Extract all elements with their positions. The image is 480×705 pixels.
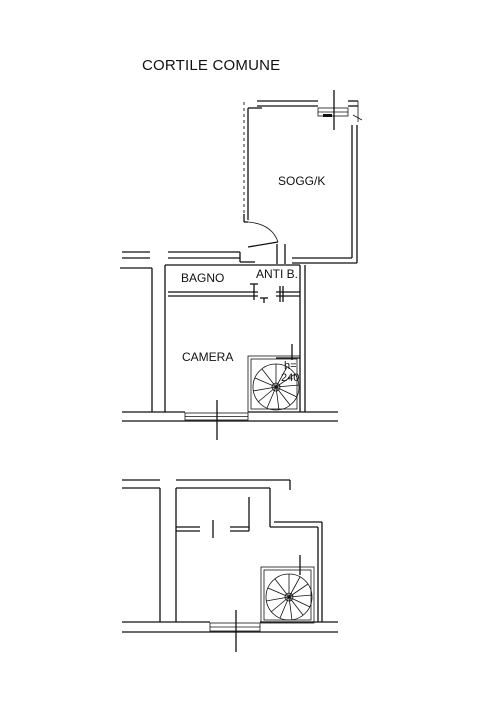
room-label-antibagno: ANTI B. — [256, 267, 298, 281]
lower-right-walls — [269, 488, 323, 622]
lower-floor-plan — [122, 479, 338, 652]
stair-height-prefix: h= — [284, 360, 297, 372]
upper-floor-plan: SOGG/K BAGNO ANTI B. CAMERA h= 240 — [120, 90, 363, 440]
room-label-bagno: BAGNO — [181, 271, 224, 285]
upper-bottom-walls — [122, 400, 338, 440]
spiral-staircase-lower — [265, 573, 313, 621]
entry-door — [247, 221, 279, 248]
window-top — [317, 90, 349, 130]
right-wall — [299, 265, 306, 412]
bathroom-partitions — [168, 244, 300, 303]
room-label-soggiorno: SOGG/K — [278, 174, 325, 188]
top-wall — [257, 100, 363, 122]
lower-bottom-walls — [122, 610, 338, 652]
courtyard-title: CORTILE COMUNE — [142, 57, 280, 74]
spiral-staircase-upper — [252, 363, 300, 411]
lower-partition — [176, 497, 250, 538]
lower-top-walls — [122, 479, 291, 622]
left-corridor-walls — [120, 251, 300, 412]
room-label-camera: CAMERA — [182, 350, 233, 364]
living-room-walls — [243, 102, 358, 264]
stair-height-value: 240 — [281, 372, 299, 384]
